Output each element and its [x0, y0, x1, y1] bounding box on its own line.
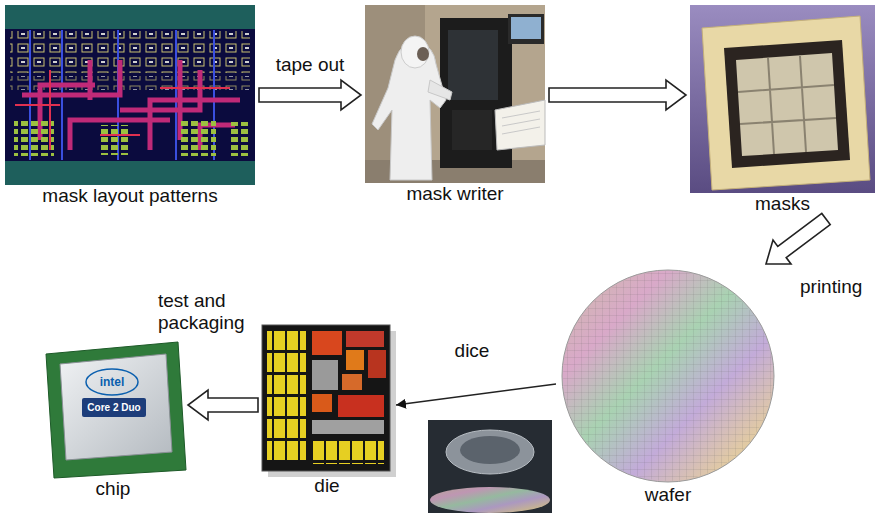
mask-field: [736, 53, 838, 156]
hood: [401, 36, 429, 68]
die-block: [312, 331, 342, 355]
heat-spreader: [60, 354, 172, 460]
block-arrow: [259, 80, 361, 110]
caption: chip: [96, 478, 131, 500]
die-shadow: [268, 331, 396, 477]
layout-cells: [180, 120, 216, 156]
image-node: chip: [42, 338, 184, 500]
chuck-center: [460, 436, 520, 464]
block-arrow: [188, 390, 258, 420]
monitor: [508, 14, 544, 44]
edge-label: dice: [455, 340, 490, 362]
block-arrow: [766, 213, 830, 264]
chip-picture: [46, 342, 186, 478]
caption: die: [314, 475, 339, 497]
layout-band: [5, 5, 255, 29]
wafer-grid: [563, 271, 773, 481]
image-area: [690, 5, 875, 193]
image-area: [560, 268, 776, 484]
edge-label: test and packaging: [158, 290, 258, 334]
caption: masks: [755, 193, 810, 215]
product-name: Core 2 Duo: [87, 401, 140, 414]
mask-grid: [738, 56, 836, 154]
wafer-disc: [562, 270, 774, 482]
image-node: mask writer: [365, 5, 545, 205]
die-block: [338, 395, 384, 417]
logo-badge: [82, 398, 146, 417]
edge-label: tape out: [276, 54, 345, 76]
die-block: [368, 350, 386, 378]
masks-photo: [690, 5, 875, 193]
brand-logo: intel: [100, 375, 125, 389]
die-picture: [262, 325, 396, 477]
die-cache: [312, 438, 384, 464]
image-node: mask layout patterns: [5, 5, 255, 207]
photo-ground: [690, 5, 875, 193]
die-block: [342, 374, 362, 390]
logo-swirl: [86, 369, 138, 395]
caption: mask writer: [406, 183, 503, 205]
caption: wafer: [645, 484, 691, 506]
layout-cells: [228, 122, 250, 156]
image-area: [262, 325, 392, 475]
wafer-tool-photo: [428, 420, 552, 513]
goggles: [417, 47, 429, 61]
image-node: die: [262, 325, 392, 497]
mask-plate: [702, 16, 870, 190]
chip-substrate: [46, 342, 186, 478]
layout-picture: [5, 5, 255, 185]
die-block: [346, 331, 384, 347]
book: [495, 100, 545, 150]
wall: [365, 5, 545, 183]
die-block: [312, 360, 338, 390]
layout-ground: [5, 5, 255, 185]
machine-glass: [448, 30, 498, 100]
image-area: [5, 5, 255, 185]
layout-band: [5, 161, 255, 185]
die-block: [312, 420, 384, 434]
image-area: [365, 5, 545, 183]
die-cache: [267, 331, 306, 463]
chuck: [446, 430, 534, 474]
arrow-line: [396, 384, 556, 405]
block-arrow: [549, 80, 686, 110]
photo-ground: [428, 420, 552, 513]
mask-frame: [724, 40, 850, 168]
image-node: masks: [690, 5, 875, 215]
arm: [428, 80, 452, 100]
layout-cells: [100, 125, 130, 155]
die-body: [262, 325, 390, 471]
machine-door: [452, 110, 492, 150]
book-lines: [502, 111, 540, 134]
caption: mask layout patterns: [42, 185, 217, 207]
layout-cells: [14, 120, 54, 156]
image-node: wafer: [560, 268, 776, 506]
monitor-screen: [511, 17, 541, 39]
edge-label: printing: [800, 276, 862, 298]
die-block: [346, 350, 364, 370]
die-block: [312, 394, 332, 412]
mask-writer-photo: [365, 5, 545, 183]
wafer-reflection: [430, 487, 550, 513]
wafer-picture: [562, 270, 774, 482]
